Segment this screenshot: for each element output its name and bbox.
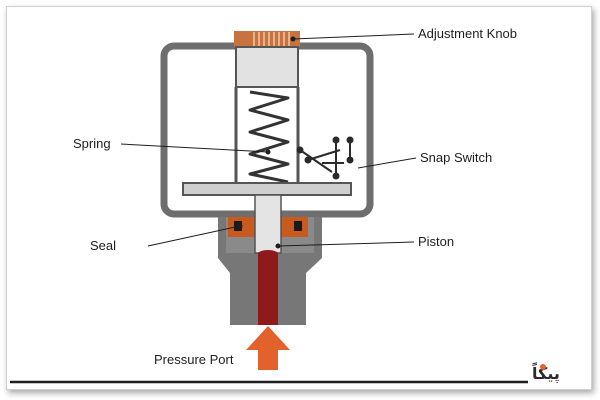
- leader-spring: [120, 143, 269, 153]
- diaphragm-plate: [182, 182, 352, 196]
- leader-snap: [357, 157, 417, 169]
- brand-logo: پیکاً: [532, 364, 560, 383]
- leader-knob-dot: [290, 36, 296, 42]
- fluid-meniscus: [258, 250, 278, 258]
- leader-lines: [120, 33, 417, 249]
- label-snap-switch: Snap Switch: [420, 150, 493, 165]
- brand-logo-dot: [540, 364, 546, 370]
- knob-screw: [235, 46, 299, 88]
- pressure-arrow: [246, 326, 290, 370]
- knob-grip-lines: [253, 32, 290, 46]
- seal-left: [228, 217, 258, 237]
- adjustment-knob: [234, 31, 300, 47]
- snap-switch-contacts: [296, 136, 354, 180]
- label-pressure-port: Pressure Port: [154, 352, 234, 367]
- seal-right-ring: [294, 221, 302, 231]
- leader-seal: [147, 225, 241, 247]
- leader-piston: [277, 241, 415, 247]
- piston-rod: [254, 194, 282, 254]
- leader-piston-dot: [275, 243, 281, 249]
- fluid-channel: [258, 253, 278, 325]
- spring-coil: [248, 90, 290, 184]
- label-adjustment-knob: Adjustment Knob: [418, 26, 518, 41]
- label-piston: Piston: [418, 234, 455, 249]
- label-spring: Spring: [73, 136, 111, 151]
- leader-knob: [292, 33, 415, 40]
- label-seal: Seal: [90, 238, 117, 253]
- leader-seal-dot: [237, 223, 243, 229]
- seal-right: [278, 217, 308, 237]
- leader-spring-dot: [265, 149, 271, 155]
